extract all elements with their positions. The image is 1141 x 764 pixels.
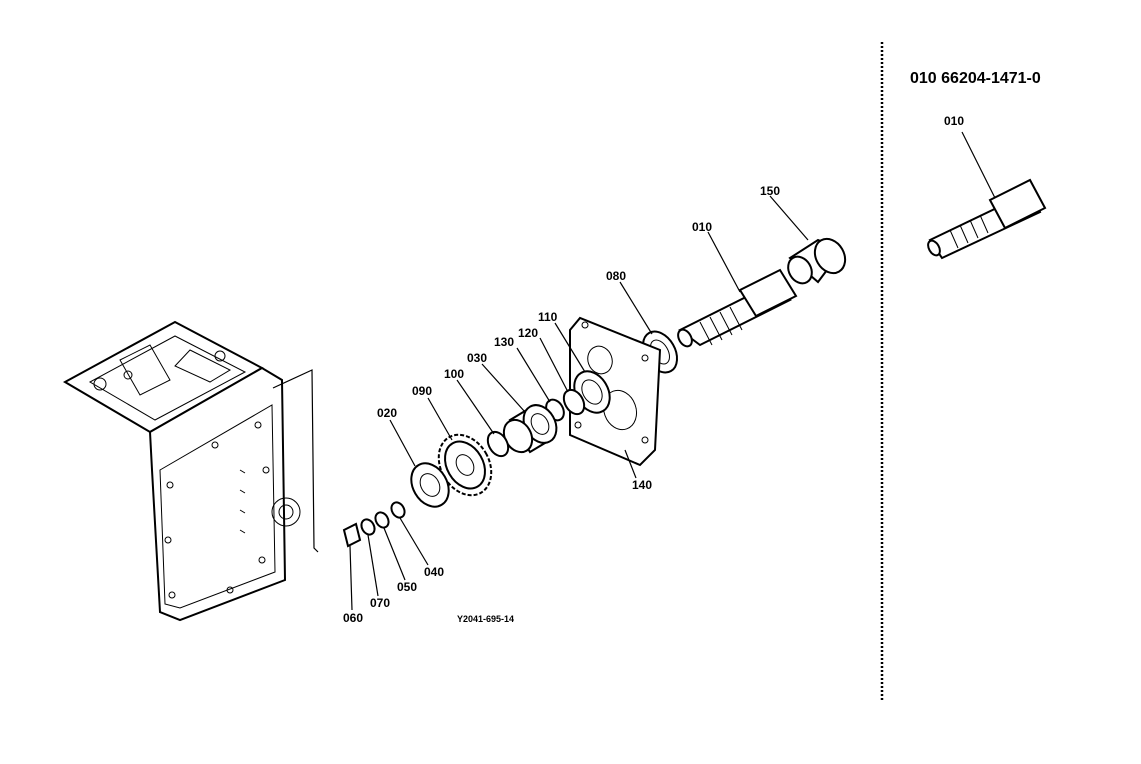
part-090-gear	[437, 433, 493, 497]
callout-010: 010	[692, 220, 712, 234]
callout-030: 030	[467, 351, 487, 365]
part-020-bearing	[410, 462, 450, 508]
part-100-collar	[486, 430, 510, 458]
inset-shaft	[927, 178, 1047, 260]
transmission-case	[62, 320, 301, 622]
callout-060: 060	[343, 611, 363, 625]
part-060-bolt	[342, 522, 362, 548]
callout-130: 130	[494, 335, 514, 349]
leader-lines	[349, 195, 809, 611]
part-150-sleeve	[787, 237, 847, 285]
part-010-shaft	[677, 268, 798, 348]
inset-panel: 010 66204-1471-0 010	[910, 70, 1047, 260]
part-040-washer	[390, 501, 406, 519]
part-030-bearing	[502, 404, 558, 454]
callout-090: 090	[412, 384, 432, 398]
assembly-guide-line	[272, 369, 319, 553]
callout-050: 050	[397, 580, 417, 594]
callout-120: 120	[518, 326, 538, 340]
callout-110: 110	[538, 310, 558, 324]
callout-040: 040	[424, 565, 444, 579]
callout-070: 070	[370, 596, 390, 610]
inset-title: 010 66204-1471-0	[910, 70, 1041, 87]
callout-150: 150	[760, 184, 780, 198]
part-140-cover	[569, 316, 662, 467]
callout-140: 140	[632, 478, 652, 492]
drawing-code: Y2041-695-14	[457, 614, 514, 624]
part-070-washer	[360, 518, 376, 536]
inset-callout-010: 010	[944, 114, 964, 128]
callout-labels: 150 010 080 110 120 130 030 100 090 020 …	[343, 184, 780, 625]
callout-020: 020	[377, 406, 397, 420]
part-050-washer	[374, 511, 390, 529]
callout-100: 100	[444, 367, 464, 381]
callout-080: 080	[606, 269, 626, 283]
